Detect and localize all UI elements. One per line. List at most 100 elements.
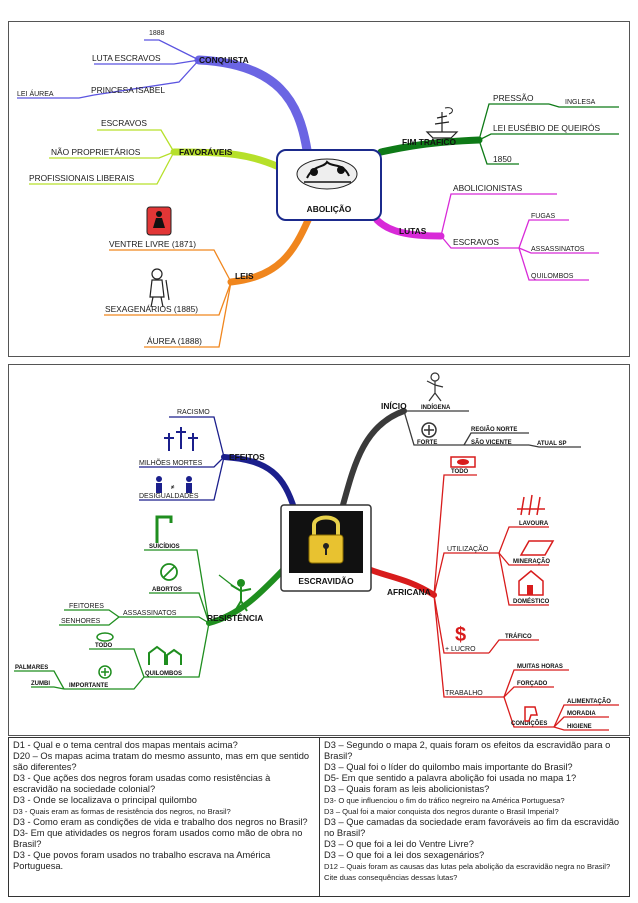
lutas-item-fugas: FUGAS — [531, 213, 555, 220]
resistencia-item-abortos: ABORTOS — [152, 587, 182, 593]
branch-leis: VENTRE LIVRE (1871) SEXAGENÁRIOS (1885) … — [104, 206, 313, 348]
question-d3-povos: D3 - Que povos foram usados no trabalho … — [13, 850, 271, 871]
lutas-item-escravos: ESCRAVOS — [453, 237, 499, 247]
question-d3-atividades: D3- Em que atividades os negros foram us… — [13, 828, 303, 849]
inicio-item-forte: FORTE — [417, 440, 437, 446]
lutas-item-quilombos: QUILOMBOS — [531, 273, 574, 280]
fim-trafico-label: FIM TRÁFICO — [402, 136, 456, 147]
africana-item-trabalho: TRABALHO — [445, 690, 483, 697]
fim-trafico-item-1850: 1850 — [493, 154, 512, 164]
leis-item-aurea: ÁUREA (1888) — [147, 336, 202, 346]
favoraveis-item-profissionais-liberais: PROFISSIONAIS LIBERAIS — [29, 173, 135, 183]
conquista-item-princesa-isabel: PRINCESA ISABEL — [91, 85, 165, 95]
efeitos-item-desigualdades: DESIGUALDADES — [139, 493, 199, 500]
branch-fim-trafico: PRESSÃO INGLESA LEI EUSÉBIO DE QUEIRÓS 1… — [377, 93, 619, 165]
resistencia-item-quilombos: QUILOMBOS — [145, 671, 182, 677]
svg-text:$: $ — [455, 624, 466, 646]
questions-table: D1 - Qual e o tema central dos mapas men… — [8, 737, 630, 897]
question-d12-causas: D12 – Quais foram as causas das lutas pe… — [324, 862, 611, 882]
inicio-label: INÍCIO — [381, 400, 407, 411]
leis-item-ventre-livre: VENTRE LIVRE (1871) — [109, 239, 196, 249]
questions-left-column: D1 - Qual e o tema central dos mapas men… — [9, 738, 319, 896]
center-node-escravidao: ESCRAVIDÃO — [280, 504, 372, 592]
conquista-label: CONQUISTA — [199, 55, 249, 65]
gold-bar-icon — [519, 540, 555, 556]
mind-map-escravidao: RACISMO MILHÕES MORTES DESIGUALDADES EFE… — [8, 364, 630, 736]
branch-favoraveis: ESCRAVOS NÃO PROPRIETÁRIOS PROFISSIONAIS… — [29, 118, 283, 185]
leis-label: LEIS — [235, 271, 254, 281]
resistencia-label: RESISTÊNCIA — [207, 612, 263, 623]
africana-item-todo: TODO — [451, 469, 469, 475]
gallows-icon — [155, 515, 173, 543]
resistencia-item-zumbi: ZUMBI — [31, 681, 50, 687]
question-d1-tema-central: D1 - Qual e o tema central dos mapas men… — [13, 740, 238, 750]
conquista-item-lei-aurea: LEI ÁUREA — [17, 89, 54, 98]
africana-item-muitas-horas: MUITAS HORAS — [517, 664, 563, 670]
africana-item-domestico: DOMÉSTICO — [513, 597, 550, 605]
question-d3-maior-conquista: D3 – Qual foi a maior conquista dos negr… — [324, 807, 559, 816]
branch-inicio: INDÍGENA FORTE REGIÃO NORTE SÃO VICENTE … — [340, 372, 581, 508]
africana-item-moradia: MORADIA — [567, 711, 596, 717]
resistencia-item-feitores: FEITORES — [69, 603, 104, 610]
plus-circle-icon — [98, 665, 112, 679]
center-title-escravidao: ESCRAVIDÃO — [298, 576, 354, 586]
fim-trafico-item-inglesa: INGLESA — [565, 99, 596, 106]
favoraveis-item-nao-proprietarios: NÃO PROPRIETÁRIOS — [51, 147, 141, 157]
dollar-icon: $ — [455, 624, 466, 646]
question-d3-sexagenarios: D3 – O que foi a lei dos sexagenários? — [324, 850, 485, 860]
old-man-icon — [149, 268, 170, 308]
inicio-item-regiao-norte: REGIÃO NORTE — [471, 426, 517, 433]
resistencia-item-importante: IMPORTANTE — [69, 683, 108, 689]
thumbs-down-icon — [524, 706, 538, 722]
africana-item-alimentacao: ALIMENTAÇÃO — [567, 698, 611, 705]
indigenous-person-icon — [426, 372, 444, 402]
resistencia-item-todo: TODO — [95, 643, 113, 649]
svg-text:≠: ≠ — [171, 485, 175, 491]
question-d3-efeitos: D3 – Segundo o mapa 2, quais foram os ef… — [324, 740, 611, 761]
branch-africana: TODO UTILIZAÇÃO LAVOURA MINERAÇÃO DOMÉST… — [368, 456, 619, 731]
africana-item-forcado: FORÇADO — [517, 681, 548, 687]
question-d3-fim-trafico: D3- O que influenciou o fim do tráfico n… — [324, 796, 565, 805]
favoraveis-item-escravos: ESCRAVOS — [101, 118, 147, 128]
lutas-label: LUTAS — [399, 226, 427, 236]
question-d20-mapas-diferentes: D20 – Os mapas acima tratam do mesmo ass… — [13, 751, 310, 772]
fim-trafico-item-lei-eusebio: LEI EUSÉBIO DE QUEIRÓS — [493, 123, 600, 133]
inicio-item-atual-sp: ATUAL SP — [537, 441, 566, 447]
question-d3-condicoes-vida: D3 - Como eram as condições de vida e tr… — [13, 817, 308, 827]
resistencia-item-palmares: PALMARES — [15, 665, 48, 671]
conquista-item-luta-escravos: LUTA ESCRAVOS — [92, 53, 161, 63]
africana-label: AFRICANA — [387, 587, 431, 597]
africana-item-lavoura: LAVOURA — [519, 521, 549, 527]
branch-lutas: ABOLICIONISTAS ESCRAVOS FUGAS ASSASSINAT… — [373, 183, 599, 281]
inicio-item-sao-vicente: SÃO VICENTE — [471, 439, 512, 446]
questions-right-column: D3 – Segundo o mapa 2, quais foram os ef… — [319, 738, 629, 896]
branch-conquista: 1888 LUTA ESCRAVOS PRINCESA ISABEL LEI Á… — [17, 30, 312, 155]
question-d3-leis: D3 – Quais foram as leis abolicionistas? — [324, 784, 490, 794]
africana-item-higiene: HIGIENE — [567, 724, 592, 730]
question-d3-principal-quilombo: D3 - Onde se localizava o principal quil… — [13, 795, 197, 805]
efeitos-item-racismo: RACISMO — [177, 409, 210, 416]
africana-item-trafico: TRÁFICO — [505, 633, 532, 640]
question-d3-acoes-resistencia: D3 - Que ações dos negros foram usadas c… — [13, 773, 271, 794]
todo-small-icon — [96, 632, 114, 642]
center-node-abolicao: ABOLIÇÃO — [276, 149, 382, 221]
village-icon — [148, 645, 182, 665]
question-d3-ventre-livre: D3 – O que foi a lei do Ventre Livre? — [324, 839, 474, 849]
resistencia-item-assassinatos: ASSASSINATOS — [123, 610, 177, 617]
question-d3-formas-resistencia: D3 - Quais eram as formas de resistência… — [13, 807, 231, 816]
question-d3-camadas: D3 – Que camadas da sociedade eram favor… — [324, 817, 620, 838]
efeitos-item-milhoes-mortes: MILHÕES MORTES — [139, 458, 203, 467]
fort-plus-icon — [421, 422, 437, 438]
africana-item-mineracao: MINERAÇÃO — [513, 558, 550, 565]
lutas-item-abolicionistas: ABOLICIONISTAS — [453, 183, 523, 193]
mind-map-abolicao: 1888 LUTA ESCRAVOS PRINCESA ISABEL LEI Á… — [8, 21, 630, 357]
padlock-icon — [308, 515, 344, 564]
inequality-people-icon: ≠ — [156, 476, 192, 493]
resistencia-item-suicidios: SUICÍDIOS — [149, 542, 180, 550]
africana-item-condicoes: CONDIÇÕES — [511, 720, 547, 727]
fim-trafico-item-pressao: PRESSÃO — [493, 93, 534, 103]
crosses-icon — [164, 427, 198, 451]
pregnant-woman-icon — [146, 206, 172, 236]
africana-item-utilizacao: UTILIZAÇÃO — [447, 544, 489, 553]
inicio-item-indigena: INDÍGENA — [421, 403, 451, 411]
